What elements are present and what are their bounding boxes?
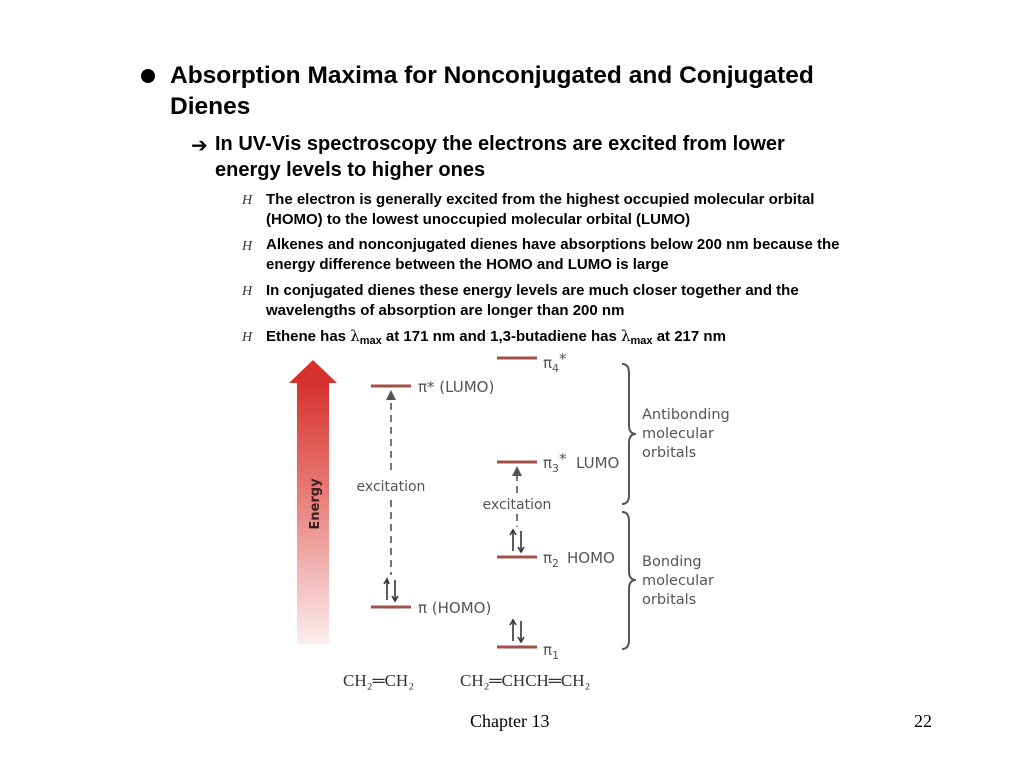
- pi1-label: π1: [543, 641, 559, 662]
- antibonding-brace: [621, 363, 637, 505]
- pi-symbol: π: [543, 549, 552, 567]
- bonding-line2: molecular: [642, 573, 714, 589]
- pi-symbol: π: [543, 641, 552, 659]
- sub-bullet-icon: H: [242, 330, 253, 345]
- subtitle: In UV-Vis spectroscopy the electrons are…: [215, 131, 785, 183]
- electron-pair-icon: [509, 528, 525, 554]
- ethene-homo-label: π (HOMO): [418, 599, 491, 617]
- pi-symbol: π: [543, 454, 552, 472]
- bonding-line3: orbitals: [642, 592, 696, 608]
- butadiene-excitation-label: excitation: [483, 497, 552, 513]
- antibonding-line1: Antibonding: [642, 407, 730, 423]
- pi2-homo-label: HOMO: [567, 549, 615, 567]
- point-2-line1: Alkenes and nonconjugated dienes have ab…: [266, 236, 840, 253]
- pi-index: 3: [552, 462, 559, 475]
- slide-title: Absorption Maxima for Nonconjugated and …: [170, 60, 814, 122]
- right-arrow-icon: ➔: [191, 133, 208, 157]
- sub-bullet-icon: H: [242, 193, 253, 208]
- point-4: Ethene has λmax at 171 nm and 1,3-butadi…: [266, 326, 726, 351]
- point-4-text-c: at 217 nm: [652, 328, 726, 345]
- energy-arrow: [289, 360, 337, 644]
- footer-chapter: Chapter 13: [470, 711, 550, 731]
- point-1-line2: (HOMO) to the lowest unoccupied molecula…: [266, 211, 691, 228]
- pi3-label: π3*: [543, 450, 567, 475]
- footer-page-number: 22: [914, 711, 932, 731]
- energy-label: Energy: [308, 478, 323, 530]
- subtitle-line1: In UV-Vis spectroscopy the electrons are…: [215, 133, 785, 155]
- pi-symbol: π: [543, 354, 552, 372]
- point-2: Alkenes and nonconjugated dienes have ab…: [266, 235, 839, 275]
- lambda-subscript: max: [359, 335, 382, 347]
- bonding-brace: [621, 511, 637, 650]
- antibonding-line2: molecular: [642, 426, 714, 442]
- butadiene-formula: CH₂═CHCH═CH₂: [460, 671, 590, 690]
- electron-pair-icon: [509, 618, 525, 644]
- ethene-formula: CH₂═CH₂: [343, 671, 414, 690]
- antibonding-line3: orbitals: [642, 445, 696, 461]
- point-1-line1: The electron is generally excited from t…: [266, 191, 815, 208]
- sub-bullet-icon: H: [242, 239, 253, 254]
- star-symbol: *: [559, 350, 567, 368]
- pi-index: 1: [552, 649, 559, 662]
- pi-index: 4: [552, 362, 559, 375]
- lambda-subscript: max: [630, 335, 653, 347]
- pi2-label: π2: [543, 549, 559, 570]
- point-3-line1: In conjugated dienes these energy levels…: [266, 282, 799, 299]
- ethene-lumo-label: π* (LUMO): [418, 378, 494, 396]
- pi3-lumo-label: LUMO: [576, 454, 619, 472]
- ethene-excitation-label: excitation: [357, 479, 426, 495]
- star-symbol: *: [559, 450, 567, 468]
- bonding-label: Bonding molecular orbitals: [642, 554, 719, 608]
- lambda-symbol: λ: [350, 327, 360, 345]
- point-3: In conjugated dienes these energy levels…: [266, 281, 799, 321]
- electron-pair-icon: [383, 577, 399, 603]
- slide-title-line2: Dienes: [170, 93, 251, 120]
- point-1: The electron is generally excited from t…: [266, 190, 814, 230]
- lambda-symbol: λ: [621, 327, 631, 345]
- point-4-text-a: Ethene has: [266, 328, 351, 345]
- point-2-line2: energy difference between the HOMO and L…: [266, 256, 669, 273]
- up-arrowhead: [386, 390, 396, 400]
- bonding-line1: Bonding: [642, 554, 702, 570]
- up-arrowhead: [512, 466, 522, 476]
- point-4-text-b: at 171 nm and 1,3-butadiene has: [381, 328, 621, 345]
- subtitle-line2: energy levels to higher ones: [215, 159, 486, 181]
- pi-index: 2: [552, 557, 559, 570]
- pi4-label: π4*: [543, 350, 567, 375]
- sub-bullet-icon: H: [242, 284, 253, 299]
- point-3-line2: wavelengths of absorption are longer tha…: [266, 302, 625, 319]
- antibonding-label: Antibonding molecular orbitals: [642, 407, 734, 461]
- title-bullet: [141, 69, 155, 83]
- slide-title-line1: Absorption Maxima for Nonconjugated and …: [170, 62, 814, 89]
- orbital-diagram: Energy excitation π* (LUMO) π (HOMO) exc…: [289, 350, 734, 690]
